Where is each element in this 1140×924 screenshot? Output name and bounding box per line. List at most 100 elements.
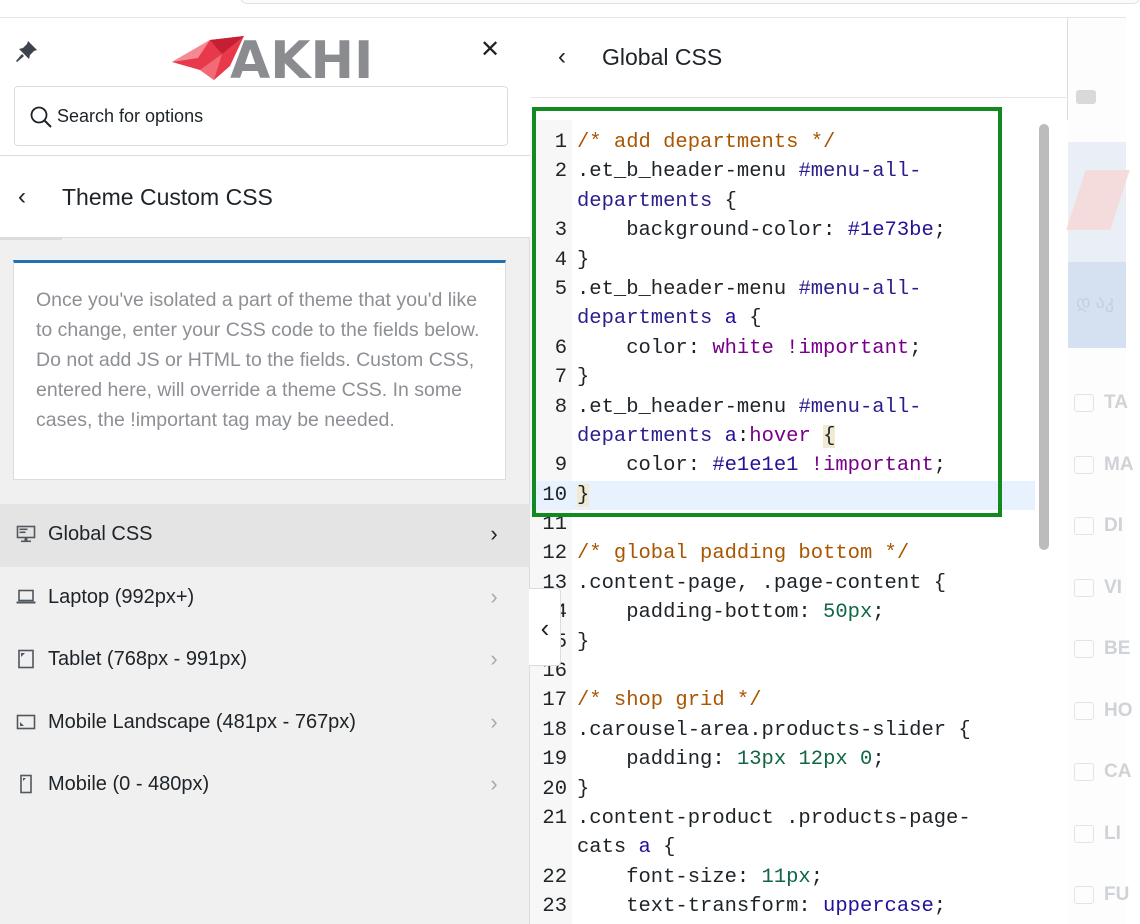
code-token: .et_b_header-menu [577, 160, 799, 184]
code-line[interactable]: 18.carousel-area.products-slider { [530, 716, 1035, 745]
menu-item-label: Global CSS [48, 523, 153, 545]
code-lines[interactable]: 1/* add departments */2.et_b_header-menu… [530, 128, 1035, 922]
code-token: ; [933, 219, 947, 243]
sidebar-header: AKHI ✕ [0, 18, 530, 156]
code-editor[interactable]: 1/* add departments */2.et_b_header-menu… [530, 120, 1068, 924]
search-icon [30, 106, 52, 128]
line-number: 1 [554, 131, 567, 154]
code-line[interactable]: 11 [530, 510, 1035, 539]
code-token: .et_b_header-menu [577, 395, 799, 419]
close-icon[interactable]: ✕ [479, 36, 501, 63]
code-line[interactable]: 5.et_b_header-menu #menu-all- [530, 275, 1035, 304]
code-line[interactable]: 8.et_b_header-menu #menu-all- [530, 393, 1035, 422]
editor-scrollbar-thumb[interactable] [1039, 124, 1049, 550]
line-number: 10 [542, 483, 567, 507]
code-text: /* shop grid */ [577, 686, 762, 715]
code-token: padding: [577, 748, 737, 772]
code-token: !important [810, 454, 934, 478]
code-token: { [823, 424, 836, 448]
preview-menu-item[interactable]: TA [1104, 392, 1128, 413]
code-text: departments a { [577, 304, 762, 333]
code-token: ; [872, 601, 885, 625]
preview-menu-item[interactable]: FU [1104, 884, 1130, 905]
code-token: hover [749, 424, 811, 448]
preview-menu-item[interactable]: MA [1104, 453, 1134, 475]
menu-item-mobile-landscape[interactable]: Mobile Landscape (481px - 767px) › [0, 692, 530, 755]
code-token: a [724, 424, 737, 448]
code-line[interactable]: 7} [530, 363, 1035, 392]
code-line[interactable]: 22 font-size: 11px; [530, 863, 1035, 892]
code-token: white [712, 336, 774, 360]
code-text: } [577, 481, 590, 510]
code-token: .et_b_header-menu [577, 277, 799, 301]
code-token: a [724, 307, 737, 331]
line-number: 21 [542, 806, 567, 830]
code-line[interactable]: 6 color: white !important; [530, 334, 1035, 363]
code-line[interactable]: 9 color: #e1e1e1 !important; [530, 451, 1035, 480]
preview-menu-item[interactable]: HO [1104, 699, 1133, 721]
code-line[interactable]: 12/* global padding bottom */ [530, 539, 1035, 568]
menu-item-global-css[interactable]: Global CSS › [0, 504, 530, 567]
menu-item-mobile[interactable]: Mobile (0 - 480px) › [0, 754, 530, 817]
line-number-gutter [530, 120, 572, 924]
code-token: ; [909, 336, 922, 360]
code-line[interactable]: departments a { [530, 304, 1035, 333]
code-text: color: white !important; [577, 334, 922, 363]
code-token: color: [577, 454, 713, 478]
code-line[interactable]: 15} [530, 628, 1035, 657]
code-line[interactable]: cats a { [530, 833, 1035, 862]
search-input[interactable] [57, 87, 497, 145]
pin-icon[interactable] [14, 38, 40, 64]
code-token: ; [810, 865, 824, 889]
code-line[interactable]: 4} [530, 246, 1035, 275]
code-token: #menu-all- [798, 160, 922, 184]
code-line[interactable]: 10} [530, 480, 1035, 511]
css-editor-panel: ‹ Global CSS 1/* add departments */2.et_… [530, 18, 1068, 924]
code-text: .et_b_header-menu #menu-all- [577, 275, 921, 304]
code-token: : [736, 424, 750, 448]
preview-menu-item[interactable]: DI [1104, 515, 1123, 536]
code-text: .content-page, .page-content { [577, 569, 946, 598]
section-divider [0, 238, 62, 240]
code-text: text-transform: uppercase; [577, 892, 946, 921]
code-token: uppercase [823, 895, 934, 919]
code-token: text-transform: [577, 895, 824, 919]
code-token: color: [577, 336, 713, 360]
code-line[interactable]: departments a:hover { [530, 422, 1035, 451]
back-chevron-icon[interactable]: ‹ [558, 43, 566, 70]
preview-menu-item[interactable]: VI [1104, 576, 1122, 598]
code-line[interactable]: 17/* shop grid */ [530, 686, 1035, 715]
preview-menu-icon [1074, 394, 1094, 412]
code-line[interactable]: 1/* add departments */ [530, 128, 1035, 157]
code-line[interactable]: 20} [530, 775, 1035, 804]
code-line[interactable]: 23 text-transform: uppercase; [530, 892, 1035, 921]
menu-item-tablet[interactable]: Tablet (768px - 991px) › [0, 629, 530, 692]
code-line[interactable]: 13.content-page, .page-content { [530, 569, 1035, 598]
preview-menu-icon [1074, 824, 1094, 843]
preview-menu-icon [1074, 640, 1094, 658]
preview-menu-item[interactable]: CA [1104, 761, 1132, 782]
code-text: } [577, 628, 589, 657]
code-line[interactable]: 19 padding: 13px 12px 0; [530, 745, 1035, 774]
back-chevron-icon[interactable]: ‹ [18, 183, 26, 210]
menu-item-laptop[interactable]: Laptop (992px+) › [0, 567, 530, 630]
code-line[interactable]: 2.et_b_header-menu #menu-all- [530, 157, 1035, 186]
search-field[interactable] [14, 86, 508, 146]
collapse-sidebar-button[interactable]: ‹ [529, 588, 561, 666]
code-line[interactable]: 14 padding-bottom: 50px; [530, 598, 1035, 627]
code-line[interactable]: 21.content-product .products-page- [530, 804, 1035, 833]
desktop-icon [16, 525, 36, 543]
preview-menu-item[interactable]: LI [1104, 822, 1121, 844]
line-number: 11 [542, 513, 567, 537]
code-token: { [650, 836, 676, 860]
code-token: #menu-all- [798, 395, 922, 419]
preview-menu-item[interactable]: BE [1104, 638, 1131, 659]
code-line[interactable]: 3 background-color: #1e73be; [530, 216, 1035, 245]
code-line[interactable]: departments { [530, 187, 1035, 216]
line-number: 23 [542, 895, 567, 919]
code-token: } [577, 248, 590, 272]
code-line[interactable]: 16 [530, 657, 1035, 686]
customizer-sidebar: AKHI ✕ ‹ Theme Custom CSS Once you've is… [0, 18, 530, 924]
section-header: ‹ Theme Custom CSS [0, 156, 530, 238]
